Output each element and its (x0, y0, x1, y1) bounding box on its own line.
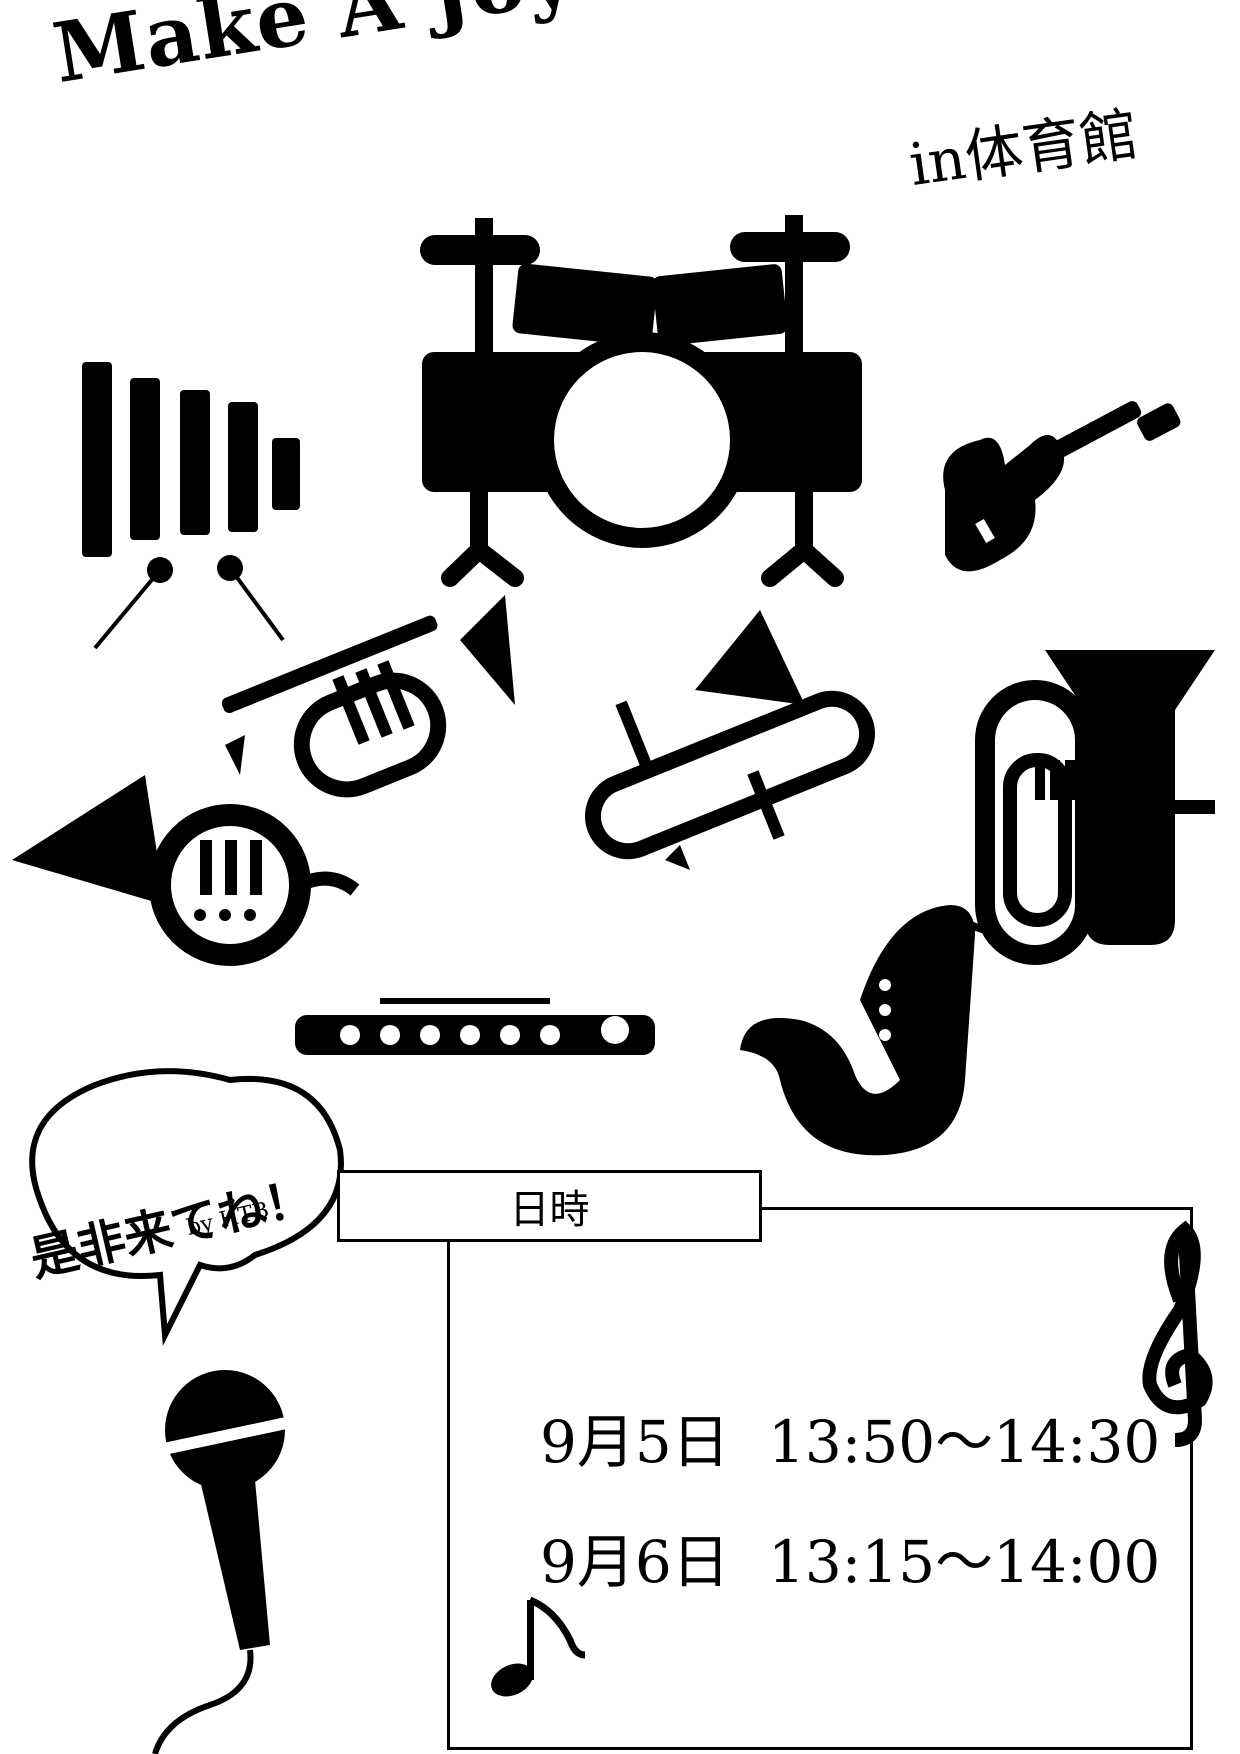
saxophone-icon (740, 905, 987, 1156)
schedule-date: 9月5日 (540, 1408, 730, 1476)
electric-guitar-icon (943, 401, 1181, 572)
schedule-heading: 日時 (337, 1170, 762, 1242)
speech-bubble-icon (29, 1068, 344, 1346)
schedule-time: 13:15～14:00 (768, 1528, 1161, 1596)
microphone-icon (152, 1370, 290, 1754)
trumpet-icon (221, 595, 515, 798)
french-horn-icon (12, 775, 360, 966)
trombone-icon (585, 610, 875, 870)
schedule-row: 9月6日 13:15～14:00 (540, 1515, 1160, 1599)
schedule-time: 13:50～14:30 (768, 1408, 1161, 1476)
flute-icon (295, 998, 655, 1055)
xylophone-icon (82, 362, 300, 650)
drum-kit-icon (420, 215, 862, 587)
schedule-date: 9月6日 (540, 1528, 730, 1596)
schedule-box (447, 1207, 1193, 1750)
tuba-icon (975, 650, 1215, 965)
schedule-heading-text: 日時 (509, 1187, 590, 1233)
schedule-row: 9月5日 13:50～14:30 (540, 1395, 1160, 1479)
eighth-note-icon (491, 1596, 586, 1697)
